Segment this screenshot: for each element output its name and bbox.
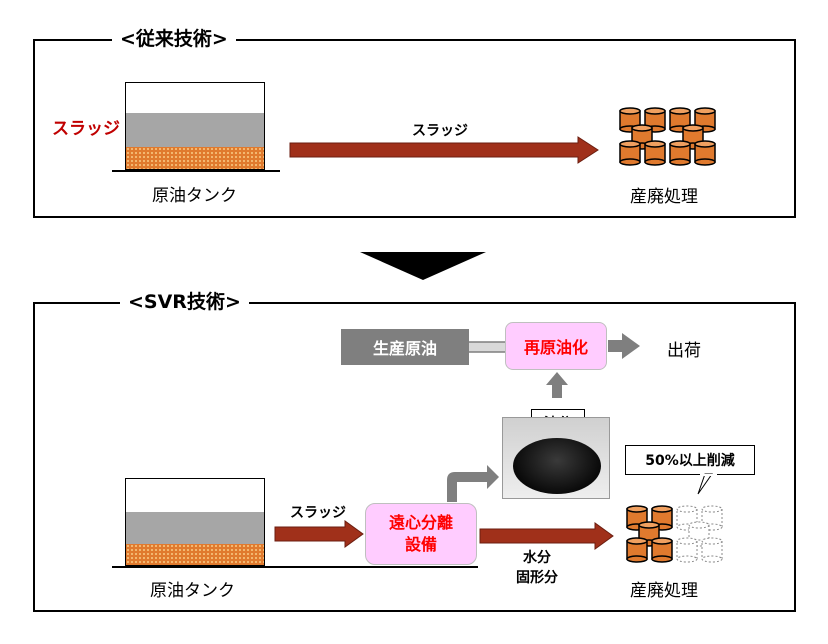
shipment-label: 出荷 (667, 341, 701, 361)
centrifuge-box: 遠心分離 設備 (365, 503, 477, 565)
reoil-box: 再原油化 (505, 322, 607, 370)
ground-line (112, 170, 280, 172)
oil-layer (126, 113, 264, 149)
crude-oil-tank-svr (125, 478, 265, 566)
ground-line (112, 566, 478, 568)
down-triangle-icon (360, 252, 486, 280)
disposal-label-conventional: 産廃処理 (630, 187, 698, 207)
sludge-arrow-svr (274, 520, 364, 548)
svr-title: <SVR技術> (120, 290, 249, 314)
oil-fraction-arrow (447, 465, 499, 502)
crude-oil-pipe (469, 342, 505, 352)
sludge-callout: スラッジ (52, 119, 120, 139)
tank-label-conventional: 原油タンク (152, 186, 237, 206)
disposal-label-svr: 産廃処理 (630, 581, 698, 601)
tank-label-svr: 原油タンク (150, 581, 235, 601)
reduction-callout-tail (697, 473, 713, 495)
svr-section (33, 302, 796, 612)
sludge-arrow-label-svr: スラッジ (290, 505, 346, 521)
sludge-layer (126, 147, 264, 169)
oil-sample-blob (513, 438, 601, 494)
conventional-title: <従来技術> (112, 27, 236, 51)
oil-drum-stack-icon (619, 107, 716, 166)
sludge-arrow-conventional (289, 136, 599, 164)
crude-oil-box: 生産原油 (341, 329, 469, 365)
shipment-arrow (608, 333, 640, 359)
up-arrow (546, 372, 568, 398)
water-solid-arrow (479, 522, 614, 550)
oil-sample-photo (502, 417, 610, 499)
conventional-section (33, 39, 796, 218)
sludge-layer (126, 544, 264, 565)
crude-oil-tank-conventional (125, 82, 265, 170)
oil-layer (126, 512, 264, 546)
oil-drum-stack-icon (626, 505, 723, 563)
water-solid-label: 水分 固形分 (516, 550, 558, 586)
reduction-callout: 50%以上削減 (625, 445, 755, 475)
sludge-arrow-label-conventional: スラッジ (412, 123, 468, 139)
